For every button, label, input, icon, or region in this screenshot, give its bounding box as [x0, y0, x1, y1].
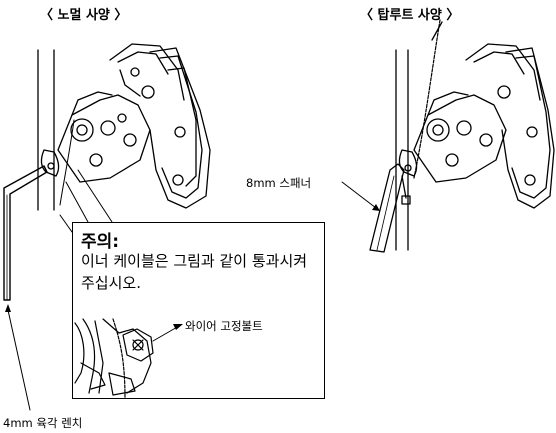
- normal-spec-title: 〈 노멀 사양 〉: [40, 8, 128, 23]
- caution-heading: 주의:: [81, 232, 120, 252]
- detail-illustration: [74, 318, 183, 398]
- normal-spec-derailleur: [3, 43, 211, 411]
- top-route-derailleur: [341, 19, 555, 253]
- caution-callout: 주의: 이너 케이블은 그림과 같이 통과시켜 주십시오. 와이어 고정볼트: [72, 222, 325, 399]
- wrench-8mm-label: 8mm 스패너: [246, 176, 312, 190]
- caution-text: 이너 케이블은 그림과 같이 통과시켜 주십시오.: [81, 252, 308, 292]
- hex-wrench-4mm-label: 4mm 육각 렌치: [3, 416, 83, 430]
- top-route-spec-title: 〈 탑루트 사양 〉: [360, 8, 460, 23]
- wire-fixing-bolt-label: 와이어 고정볼트: [185, 319, 263, 333]
